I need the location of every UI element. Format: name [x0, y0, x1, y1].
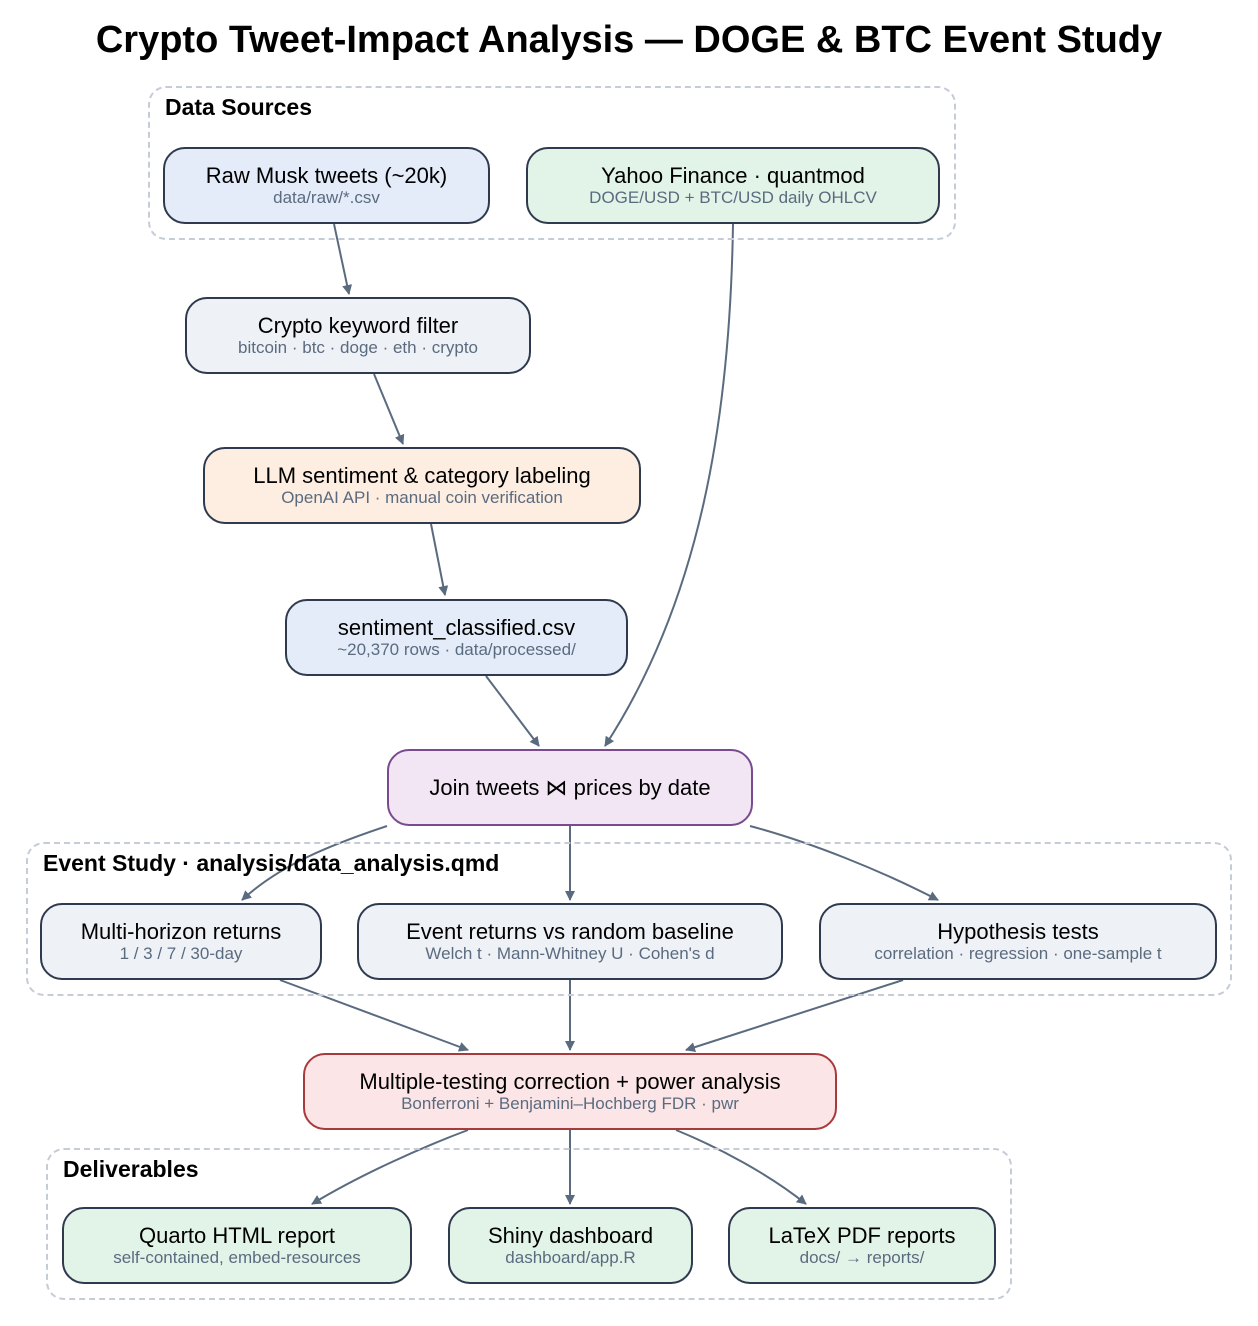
node-latex-pdf-reports-sub: docs/ → reports/ [799, 1248, 925, 1267]
edge-mtc-to-latex [675, 1129, 807, 1205]
node-multiple-testing-correction: Multiple-testing correction + power anal… [303, 1053, 837, 1130]
node-quarto-html-report-sub: self-contained, embed-resources [113, 1248, 361, 1267]
node-event-returns-baseline-title: Event returns vs random baseline [406, 919, 734, 944]
node-yahoo-finance-title: Yahoo Finance · quantmod [601, 163, 865, 188]
node-llm-sentiment-title: LLM sentiment & category labeling [253, 463, 591, 488]
edge-multi-to-mtc [279, 979, 469, 1052]
node-multi-horizon-returns-title: Multi-horizon returns [80, 919, 282, 944]
node-shiny-dashboard-title: Shiny dashboard [487, 1223, 654, 1248]
node-raw-musk-tweets: Raw Musk tweets (~20k) data/raw/*.csv [163, 147, 490, 224]
node-join-tweets-prices-title: Join tweets ⋈ prices by date [429, 775, 711, 800]
node-event-returns-baseline-sub: Welch t · Mann-Whitney U · Cohen's d [425, 944, 715, 963]
node-crypto-keyword-filter-sub: bitcoin · btc · doge · eth · crypto [238, 338, 478, 357]
node-latex-pdf-reports: LaTeX PDF reports docs/ → reports/ [728, 1207, 996, 1284]
cluster-data-sources [148, 86, 956, 240]
diagram-title: Crypto Tweet-Impact Analysis — DOGE & BT… [95, 19, 1163, 61]
node-hypothesis-tests-sub: correlation · regression · one-sample t [874, 944, 1162, 963]
edge-llm-to-classified [430, 523, 449, 596]
node-join-tweets-prices: Join tweets ⋈ prices by date [387, 749, 753, 826]
node-quarto-html-report-title: Quarto HTML report [138, 1223, 336, 1248]
node-sentiment-classified-csv: sentiment_classified.csv ~20,370 rows · … [285, 599, 628, 676]
node-raw-musk-tweets-sub: data/raw/*.csv [273, 188, 380, 207]
node-quarto-html-report: Quarto HTML report self-contained, embed… [62, 1207, 412, 1284]
node-llm-sentiment-sub: OpenAI API · manual coin verification [281, 488, 563, 507]
node-crypto-keyword-filter: Crypto keyword filter bitcoin · btc · do… [185, 297, 531, 374]
cluster-label-data-sources: Data Sources [165, 94, 313, 120]
cluster-deliverables [46, 1148, 1012, 1300]
node-shiny-dashboard: Shiny dashboard dashboard/app.R [448, 1207, 693, 1284]
node-latex-pdf-reports-title: LaTeX PDF reports [768, 1223, 956, 1248]
node-shiny-dashboard-sub: dashboard/app.R [505, 1248, 636, 1267]
node-yahoo-finance-sub: DOGE/USD + BTC/USD daily OHLCV [589, 188, 877, 207]
node-raw-musk-tweets-title: Raw Musk tweets (~20k) [205, 163, 448, 188]
edge-join-to-multi [241, 825, 388, 901]
node-sentiment-classified-csv-sub: ~20,370 rows · data/processed/ [337, 640, 576, 659]
edge-mtc-to-quarto [311, 1129, 469, 1205]
node-crypto-keyword-filter-title: Crypto keyword filter [257, 313, 459, 338]
node-llm-sentiment: LLM sentiment & category labeling OpenAI… [203, 447, 641, 524]
edge-yahoo-to-join [604, 223, 734, 747]
node-hypothesis-tests: Hypothesis tests correlation · regressio… [819, 903, 1217, 980]
node-multiple-testing-correction-title: Multiple-testing correction + power anal… [359, 1069, 781, 1094]
cluster-label-event-study: Event Study · analysis/data_analysis.qmd [43, 850, 500, 876]
node-yahoo-finance: Yahoo Finance · quantmod DOGE/USD + BTC/… [526, 147, 940, 224]
node-sentiment-classified-csv-title: sentiment_classified.csv [337, 615, 576, 640]
node-multi-horizon-returns-sub: 1 / 3 / 7 / 30-day [119, 944, 243, 963]
cluster-label-deliverables: Deliverables [63, 1156, 199, 1182]
node-multiple-testing-correction-sub: Bonferroni + Benjamini–Hochberg FDR · pw… [401, 1094, 739, 1113]
edge-raw-to-keyword [333, 223, 353, 295]
cluster-event-study [26, 842, 1232, 996]
edge-keyword-to-llm [373, 373, 405, 445]
node-hypothesis-tests-title: Hypothesis tests [937, 919, 1099, 944]
edge-join-to-hyp [749, 825, 939, 901]
node-event-returns-baseline: Event returns vs random baseline Welch t… [357, 903, 783, 980]
edge-hyp-to-mtc [685, 979, 904, 1052]
node-multi-horizon-returns: Multi-horizon returns 1 / 3 / 7 / 30-day [40, 903, 322, 980]
edge-classified-to-join [485, 675, 540, 747]
